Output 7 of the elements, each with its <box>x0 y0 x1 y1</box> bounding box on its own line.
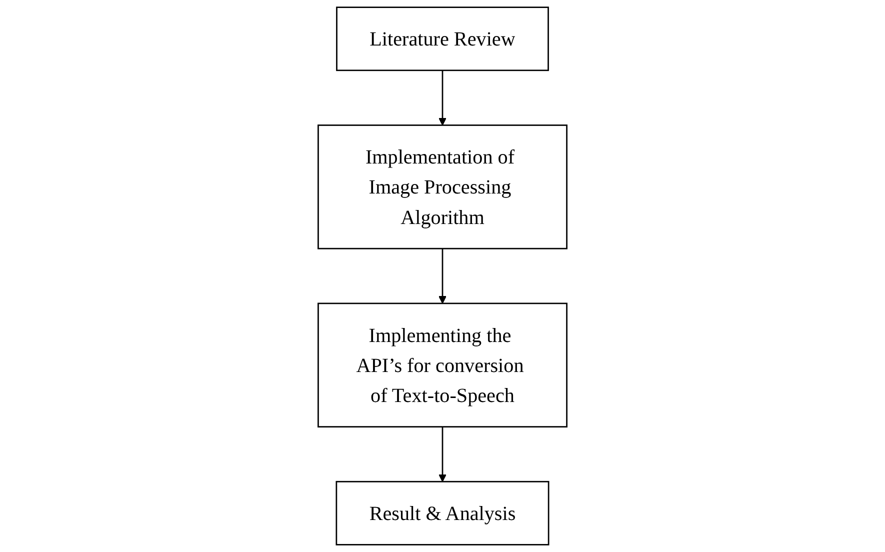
node-box: Implementation of Image Processing Algorithm <box>318 124 568 250</box>
arrow <box>438 426 447 482</box>
arrow <box>438 70 447 126</box>
node-box: Literature Review <box>336 6 549 72</box>
node-box: Implementing the API’s for conversion of Text-to-Speech <box>318 302 568 428</box>
node-box: Result & Analysis <box>336 480 550 546</box>
arrow <box>438 248 447 304</box>
